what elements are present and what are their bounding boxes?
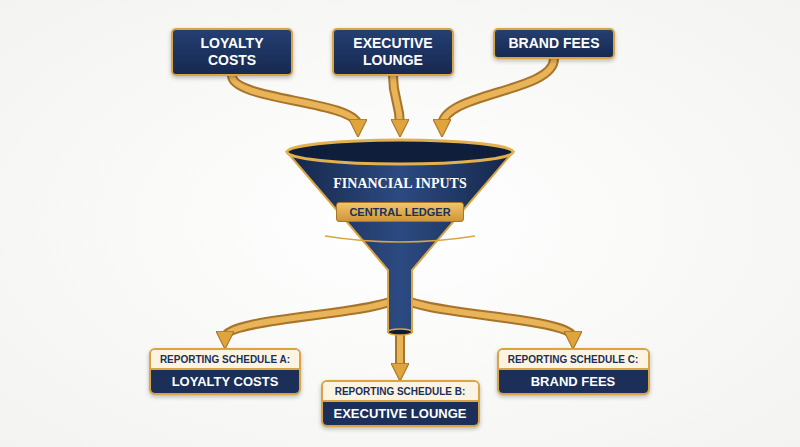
- pipe-outline: [442, 59, 554, 126]
- node-title: BRAND FEES: [507, 35, 601, 52]
- input-box: LOYALTY COSTS: [171, 28, 293, 76]
- flow-pipe: [232, 76, 358, 126]
- node-title: EXECUTIVE LOUNGE: [346, 35, 440, 69]
- flow-pipe: [225, 293, 400, 338]
- pipe-outline: [232, 76, 358, 126]
- funnel-band-line: [325, 236, 475, 242]
- input-box: BRAND FEES: [493, 28, 615, 59]
- node-title: FINANCIAL INPUTS: [285, 138, 515, 192]
- node-title: REPORTING SCHEDULE A:: [151, 350, 299, 368]
- schedule-box: REPORTING SCHEDULE B:EXECUTIVE LOUNGE: [321, 380, 480, 427]
- node-body: CENTRAL LEDGER: [336, 202, 463, 222]
- node-title: REPORTING SCHEDULE C:: [499, 350, 648, 368]
- schedule-box: REPORTING SCHEDULE A:LOYALTY COSTS: [149, 348, 301, 395]
- flow-pipe: [400, 293, 573, 338]
- input-box: EXECUTIVE LOUNGE: [332, 28, 454, 76]
- schedule-box: REPORTING SCHEDULE C:BRAND FEES: [497, 348, 650, 395]
- flow-pipe: [442, 59, 554, 126]
- node-body: EXECUTIVE LOUNGE: [323, 400, 478, 425]
- funnel-shape: [285, 138, 515, 338]
- funnel-rim: [287, 140, 513, 164]
- node-body: LOYALTY COSTS: [151, 368, 299, 393]
- node-title: REPORTING SCHEDULE B:: [323, 382, 478, 400]
- pipe-outline: [400, 293, 573, 338]
- pipe-outline: [393, 76, 400, 126]
- pipe-outline: [225, 293, 400, 338]
- node-body: BRAND FEES: [499, 368, 648, 393]
- node-title: LOYALTY COSTS: [185, 35, 279, 69]
- ledger-funnel: FINANCIAL INPUTS CENTRAL LEDGER: [285, 138, 515, 338]
- spout-end: [388, 329, 412, 335]
- flow-pipe: [393, 76, 400, 126]
